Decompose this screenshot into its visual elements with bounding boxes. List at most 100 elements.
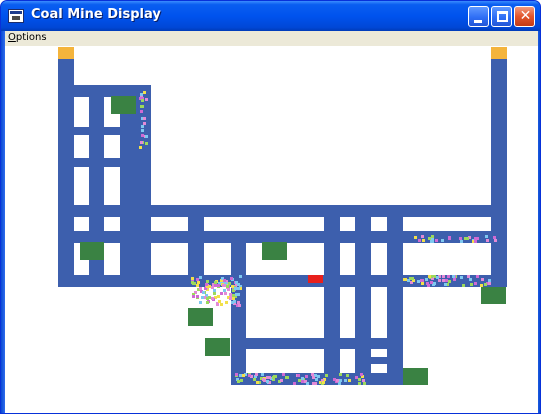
- sensor-dot: [227, 296, 230, 299]
- sensor-dot: [421, 235, 424, 238]
- mine-display-canvas: [5, 46, 538, 413]
- sensor-dot: [459, 237, 462, 240]
- station-block: [80, 242, 104, 260]
- sensor-dot: [256, 381, 259, 384]
- sensor-dot: [231, 285, 234, 288]
- sensor-dot: [224, 292, 227, 295]
- sensor-dot: [262, 378, 265, 381]
- alarm-marker: [308, 275, 323, 283]
- sensor-dot: [141, 134, 144, 137]
- sensor-dot: [272, 378, 275, 381]
- sensor-dot: [196, 284, 199, 287]
- sensor-dot: [213, 292, 216, 295]
- sensor-dot: [250, 375, 253, 378]
- sensor-dot: [208, 296, 211, 299]
- sensor-dot: [282, 373, 285, 376]
- sensor-dot: [199, 287, 202, 290]
- sensor-dot: [141, 99, 144, 102]
- sensor-dot: [319, 381, 322, 384]
- maximize-button[interactable]: [491, 6, 512, 27]
- sensor-dot: [430, 240, 433, 243]
- minimize-button[interactable]: [468, 6, 489, 27]
- sensor-dot: [301, 377, 304, 380]
- sensor-dot: [255, 373, 258, 376]
- mine-entrance: [58, 47, 74, 59]
- sensor-dot: [143, 117, 146, 120]
- sensor-dot: [239, 287, 242, 290]
- sensor-dot: [311, 373, 314, 376]
- close-button[interactable]: ✕: [514, 6, 535, 27]
- sensor-dot: [361, 375, 364, 378]
- sensor-dot: [481, 278, 484, 281]
- sensor-dot: [200, 290, 203, 293]
- sensor-dot: [447, 275, 450, 278]
- sensor-dot: [220, 303, 223, 306]
- sensor-dot: [242, 374, 245, 377]
- sensor-dot: [317, 375, 320, 378]
- sensor-dot: [197, 288, 200, 291]
- sensor-dot: [428, 237, 431, 240]
- station-block: [188, 308, 213, 326]
- sensor-dot: [214, 284, 217, 287]
- tunnel-shaft: [188, 206, 204, 285]
- sensor-dot: [237, 287, 240, 290]
- sensor-dot: [476, 275, 479, 278]
- sensor-dot: [240, 379, 243, 382]
- sensor-dot: [348, 379, 351, 382]
- sensor-dot: [145, 142, 148, 145]
- tunnel-drift: [58, 205, 507, 217]
- sensor-dot: [211, 297, 214, 300]
- sensor-dot: [206, 301, 209, 304]
- sensor-dot: [407, 279, 410, 282]
- sensor-dot: [431, 238, 434, 241]
- sensor-dot: [470, 283, 473, 286]
- sensor-dot: [225, 301, 228, 304]
- sensor-dot: [488, 282, 491, 285]
- sensor-dot: [363, 382, 366, 385]
- mine-map: [58, 47, 507, 385]
- sensor-dot: [441, 239, 444, 242]
- sensor-dot: [421, 282, 424, 285]
- mine-entrance: [491, 47, 507, 59]
- sensor-dot: [336, 379, 339, 382]
- tunnel-shaft: [58, 59, 74, 285]
- sensor-dot: [418, 239, 421, 242]
- sensor-dot: [143, 91, 146, 94]
- sensor-dot: [237, 283, 240, 286]
- sensor-dot: [232, 294, 235, 297]
- sensor-dot: [301, 380, 304, 383]
- sensor-dot: [208, 285, 211, 288]
- sensor-dot: [362, 379, 365, 382]
- sensor-dot: [218, 300, 221, 303]
- sensor-dot: [431, 235, 434, 238]
- sensor-dot: [452, 275, 455, 278]
- sensor-dot: [237, 380, 240, 383]
- window-title: Coal Mine Display: [31, 7, 161, 22]
- sensor-dot: [430, 281, 433, 284]
- sensor-dot: [355, 376, 358, 379]
- tunnel-drift: [58, 231, 507, 243]
- sensor-dot: [270, 377, 273, 380]
- title-bar[interactable]: Coal Mine Display ✕: [1, 1, 540, 31]
- sensor-dot: [414, 236, 417, 239]
- menu-options[interactable]: Options: [8, 32, 47, 43]
- sensor-dot: [227, 288, 230, 291]
- sensor-dot: [248, 374, 251, 377]
- maximize-icon: [497, 11, 508, 22]
- sensor-dot: [268, 381, 271, 384]
- sensor-dot: [486, 282, 489, 285]
- sensor-dot: [338, 382, 341, 385]
- sensor-dot: [417, 280, 420, 283]
- sensor-dot: [254, 375, 257, 378]
- sensor-dot: [206, 297, 209, 300]
- sensor-dot: [493, 236, 496, 239]
- tunnel-drift: [58, 275, 507, 287]
- sensor-dot: [425, 278, 428, 281]
- sensor-dot: [433, 275, 436, 278]
- sensor-dot: [201, 296, 204, 299]
- sensor-dot: [237, 293, 240, 296]
- sensor-dot: [266, 380, 269, 383]
- tunnel-drift: [58, 158, 151, 167]
- sensor-dot: [468, 236, 471, 239]
